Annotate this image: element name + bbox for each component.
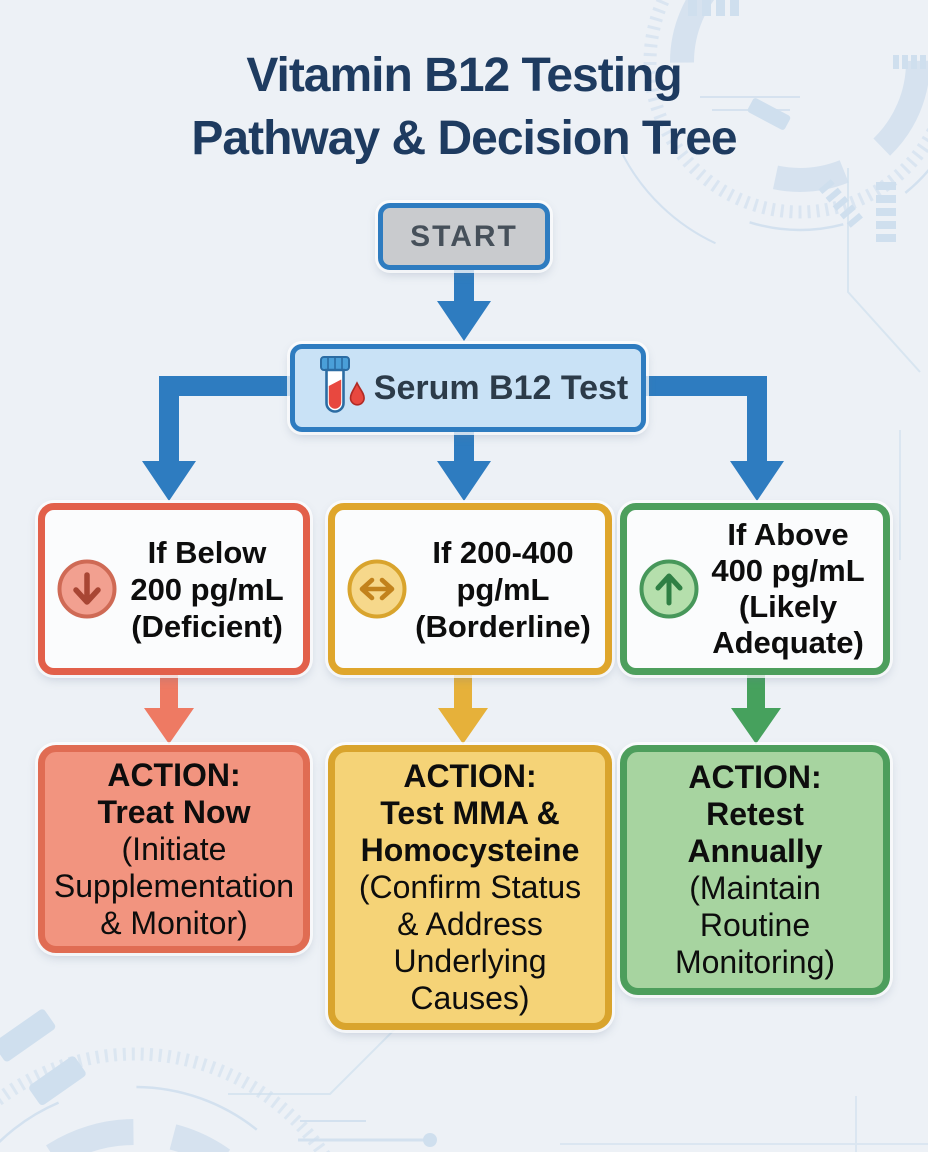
- condition-adequate-node: If Above 400 pg/mL (Likely Adequate): [620, 503, 890, 675]
- condition-borderline-text: If 200-400 pg/mL (Borderline): [415, 534, 591, 644]
- connector-adequate-action: [731, 675, 781, 744]
- condition-adequate-text: If Above 400 pg/mL (Likely Adequate): [711, 517, 865, 660]
- action-test-mma-headline: ACTION: Test MMA & Homocysteine: [360, 758, 580, 868]
- action-test-mma-detail: (Confirm Status & Address Underlying Cau…: [358, 869, 582, 1016]
- connector-test-to-borderline: [437, 428, 491, 501]
- action-test-mma-node: ACTION: Test MMA & Homocysteine (Confirm…: [328, 745, 612, 1030]
- start-node: START: [378, 203, 550, 270]
- serum-b12-test-node: Serum B12 Test: [290, 344, 646, 432]
- circle-arrow-left-right-icon: [347, 559, 407, 619]
- connector-start-to-test: [437, 266, 491, 341]
- blood-test-tube-icon: [320, 356, 365, 413]
- circle-arrow-up-icon: [639, 559, 699, 619]
- action-retest-annually-headline: ACTION: Retest Annually: [687, 759, 823, 869]
- connector-deficient-action: [144, 675, 194, 744]
- serum-test-label: Serum B12 Test: [373, 368, 629, 407]
- page-title: Vitamin B12 Testing Pathway & Decision T…: [191, 49, 737, 165]
- circle-arrow-down-icon: [57, 559, 117, 619]
- condition-deficient-text: If Below 200 pg/mL (Deficient): [130, 534, 284, 644]
- action-treat-now-headline: ACTION: Treat Now: [97, 756, 251, 830]
- connector-borderline-action: [438, 675, 488, 744]
- condition-deficient-node: If Below 200 pg/mL (Deficient): [38, 503, 310, 675]
- action-retest-annually-node: ACTION: Retest Annually (Maintain Routin…: [620, 745, 890, 995]
- connector-test-to-adequate: [644, 376, 784, 501]
- condition-borderline-node: If 200-400 pg/mL (Borderline): [328, 503, 612, 675]
- action-retest-annually-detail: (Maintain Routine Monitoring): [674, 870, 836, 980]
- action-treat-now-detail: (Initiate Supplementation & Monitor): [53, 830, 295, 941]
- start-label: START: [410, 219, 518, 253]
- action-treat-now-node: ACTION: Treat Now (Initiate Supplementat…: [38, 745, 310, 953]
- connector-test-to-deficient: [142, 376, 292, 501]
